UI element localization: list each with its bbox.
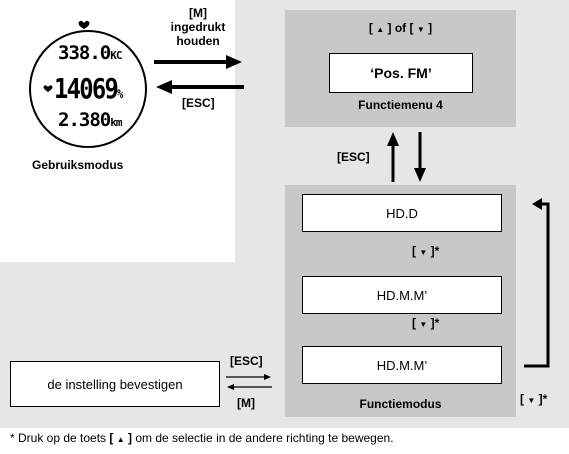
esc-mid-label: [ESC] bbox=[337, 150, 370, 164]
key-down-1: [ ▼ ] bbox=[410, 21, 433, 35]
arrowhead-mode-to-menu bbox=[387, 132, 399, 146]
arrowhead-menu-to-mode bbox=[414, 168, 426, 182]
key-up-footnote: [ ▲ ] bbox=[109, 431, 132, 445]
arrowhead-to-menu bbox=[226, 55, 242, 69]
footnote: * Druk op de toets [ ▲ ] om de selectie … bbox=[10, 431, 394, 445]
m-bottom-label: [M] bbox=[237, 396, 255, 410]
up-triangle-icon: ▲ bbox=[376, 25, 384, 34]
esc-top-label: [ESC] bbox=[182, 96, 215, 110]
key-up-1: [ ▲ ] bbox=[369, 21, 392, 35]
confirm-setting-box[interactable]: de instelling bevestigen bbox=[10, 361, 220, 407]
step-label-2: [ ▼ ]* bbox=[412, 316, 439, 330]
down-triangle-icon: ▼ bbox=[527, 396, 535, 405]
loop-back-line bbox=[524, 204, 548, 366]
arrowhead-to-device bbox=[156, 80, 172, 94]
mode-item-hd-d[interactable]: HD.D bbox=[302, 194, 502, 232]
step-label-1: [ ▼ ]* bbox=[412, 244, 439, 258]
function-menu-nav: [ ▲ ] of [ ▼ ] bbox=[285, 21, 516, 35]
mode-item-hd-mm-1[interactable]: HD.M.M’ bbox=[302, 276, 502, 314]
arrowhead-m-to-confirm bbox=[227, 384, 234, 390]
down-triangle-icon: ▼ bbox=[419, 320, 427, 329]
down-triangle-icon: ▼ bbox=[419, 248, 427, 257]
mode-item-hd-mm-2[interactable]: HD.M.M’ bbox=[302, 346, 502, 384]
up-triangle-icon: ▲ bbox=[117, 435, 125, 444]
down-triangle-icon: ▼ bbox=[417, 25, 425, 34]
loop-back-arrowhead bbox=[532, 198, 542, 210]
esc-bottom-label: [ESC] bbox=[230, 354, 263, 368]
function-menu-title: Functiemenu 4 bbox=[285, 98, 516, 112]
function-menu-item[interactable]: ‘Pos. FM’ bbox=[329, 53, 473, 93]
function-mode-title: Functiemodus bbox=[285, 397, 516, 411]
loop-step-label: [ ▼ ]* bbox=[520, 392, 547, 406]
arrowhead-esc-to-mode bbox=[264, 374, 271, 380]
